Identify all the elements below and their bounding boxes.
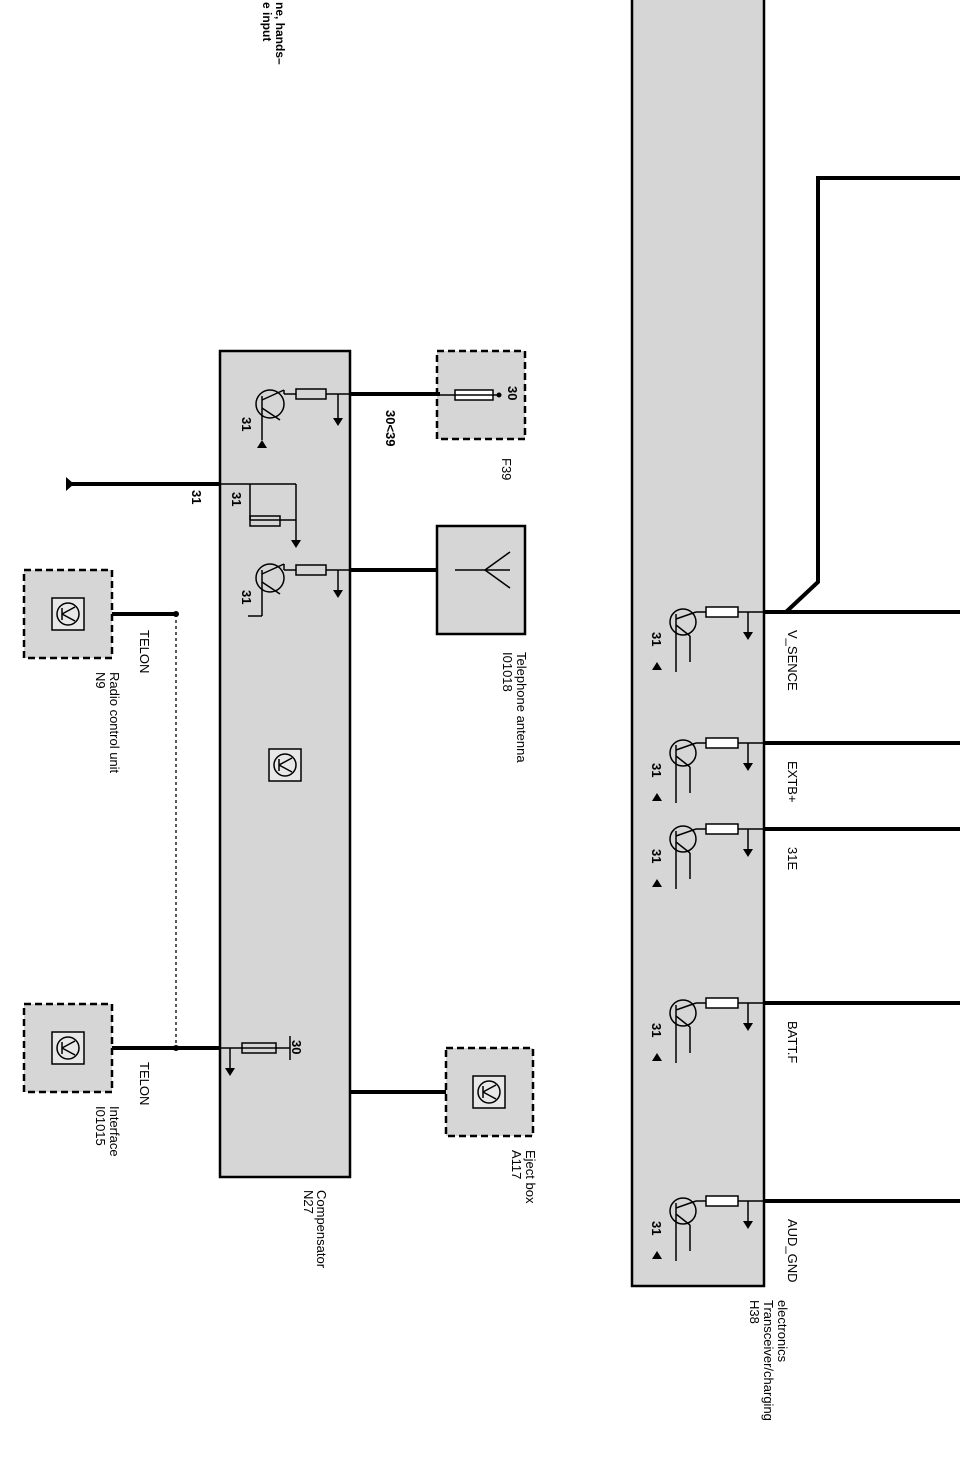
antenna-caption: I01018 Telephone antenna <box>500 652 529 763</box>
pin-transistor <box>669 608 697 636</box>
compensator-telon-input <box>220 1036 291 1076</box>
transceiver-name-line2: electronics <box>775 1300 790 1363</box>
transceiver-box[interactable] <box>630 0 766 1288</box>
radio-caption: N9 Radio control unit <box>93 672 122 774</box>
pin-ground-symbol <box>652 662 662 670</box>
compensator-t3-label: 31 <box>239 590 254 604</box>
transceiver-id: H38 <box>747 1300 762 1324</box>
transceiver-pin-4: 31 AUD_GND <box>649 1195 960 1283</box>
compensator-t-ecu-label: 30 <box>289 1040 304 1054</box>
fuse-icon <box>440 389 502 401</box>
radio-id: N9 <box>93 672 108 689</box>
pin-resistor <box>705 737 739 749</box>
pin-label: 31E <box>785 847 800 870</box>
telon-node-top <box>173 611 179 617</box>
telon-bottom-label: TELON <box>137 1062 152 1105</box>
pin-label: AUD_GND <box>785 1219 800 1283</box>
interface-ecu-icon <box>51 1031 85 1065</box>
pin-ground-label: 31 <box>649 849 664 863</box>
interface-name: Interface <box>107 1106 122 1157</box>
pin-transistor <box>669 825 697 853</box>
v-sence-feed-wire <box>784 176 960 614</box>
compensator-t1-label: 31 <box>239 417 254 431</box>
transceiver-pin-1: 31 EXTB+ <box>649 737 960 803</box>
fuse-id: F39 <box>499 458 514 480</box>
antenna-box[interactable] <box>435 524 527 636</box>
compensator-transistor-1 <box>255 388 350 448</box>
pin-transistor <box>669 739 697 767</box>
eject-name: Eject box <box>523 1150 538 1204</box>
compensator-t2-label: 31 <box>229 492 244 506</box>
pin-ground-symbol <box>652 879 662 887</box>
eject-ecu-icon <box>472 1075 506 1109</box>
compensator-transistor-2 <box>248 563 350 617</box>
pin-ground-arrow <box>743 1023 753 1031</box>
transceiver-name-line1: Transceiver/charging <box>761 1300 776 1421</box>
transceiver-pin-2: 31 31E <box>649 823 960 889</box>
fuse-terminal-label: 30 <box>505 386 520 400</box>
clipped-note: ne, hands– e input <box>260 2 287 65</box>
ground-wire-end <box>66 477 74 491</box>
pin-resistor <box>705 1195 739 1207</box>
compensator-caption: N27 Compensator <box>301 1190 329 1269</box>
interface-caption: I01015 Interface <box>93 1106 122 1157</box>
supply-wire-label: 30<39 <box>383 410 398 447</box>
telon-top-label: TELON <box>137 630 152 673</box>
antenna-icon <box>455 551 511 589</box>
transceiver-pin-0: 31 V_SENCE <box>649 606 960 691</box>
compensator-name: Compensator <box>314 1190 329 1269</box>
pin-ground-label: 31 <box>649 1023 664 1037</box>
pin-ground-symbol <box>652 1053 662 1061</box>
interface-id: I01015 <box>93 1106 108 1146</box>
pin-ground-arrow <box>743 1221 753 1229</box>
compensator-id: N27 <box>301 1190 316 1214</box>
radio-name: Radio control unit <box>107 672 122 774</box>
pin-resistor <box>705 606 739 618</box>
pin-ground-arrow <box>743 849 753 857</box>
transceiver-caption: H38 Transceiver/charging electronics <box>747 1300 790 1421</box>
pin-label: V_SENCE <box>785 630 800 691</box>
transceiver-pin-3: 31 BATT.F <box>649 997 960 1063</box>
antenna-name: Telephone antenna <box>514 652 529 763</box>
pin-label: EXTB+ <box>785 761 800 803</box>
pin-label: BATT.F <box>785 1021 800 1063</box>
clipped-note-line2: e input <box>260 2 274 41</box>
pin-ground-arrow <box>743 632 753 640</box>
radio-ecu-icon <box>51 597 85 631</box>
ground-wire-label: 31 <box>189 490 204 504</box>
pin-ground-label: 31 <box>649 1221 664 1235</box>
pin-ground-symbol <box>652 793 662 801</box>
pin-transistor <box>669 1197 697 1225</box>
pin-ground-label: 31 <box>649 763 664 777</box>
antenna-id: I01018 <box>500 652 515 692</box>
pin-ground-label: 31 <box>649 632 664 646</box>
pin-ground-symbol <box>652 1251 662 1259</box>
eject-id: A117 <box>509 1150 524 1179</box>
compensator-ecu-icon <box>268 748 302 782</box>
compensator-ground-resistor <box>220 483 301 548</box>
pin-resistor <box>705 997 739 1009</box>
pin-ground-arrow <box>743 763 753 771</box>
clipped-note-line1: ne, hands– <box>273 2 287 65</box>
eject-caption: A117 Eject box <box>509 1150 538 1204</box>
pin-resistor <box>705 823 739 835</box>
pin-transistor <box>669 999 697 1027</box>
